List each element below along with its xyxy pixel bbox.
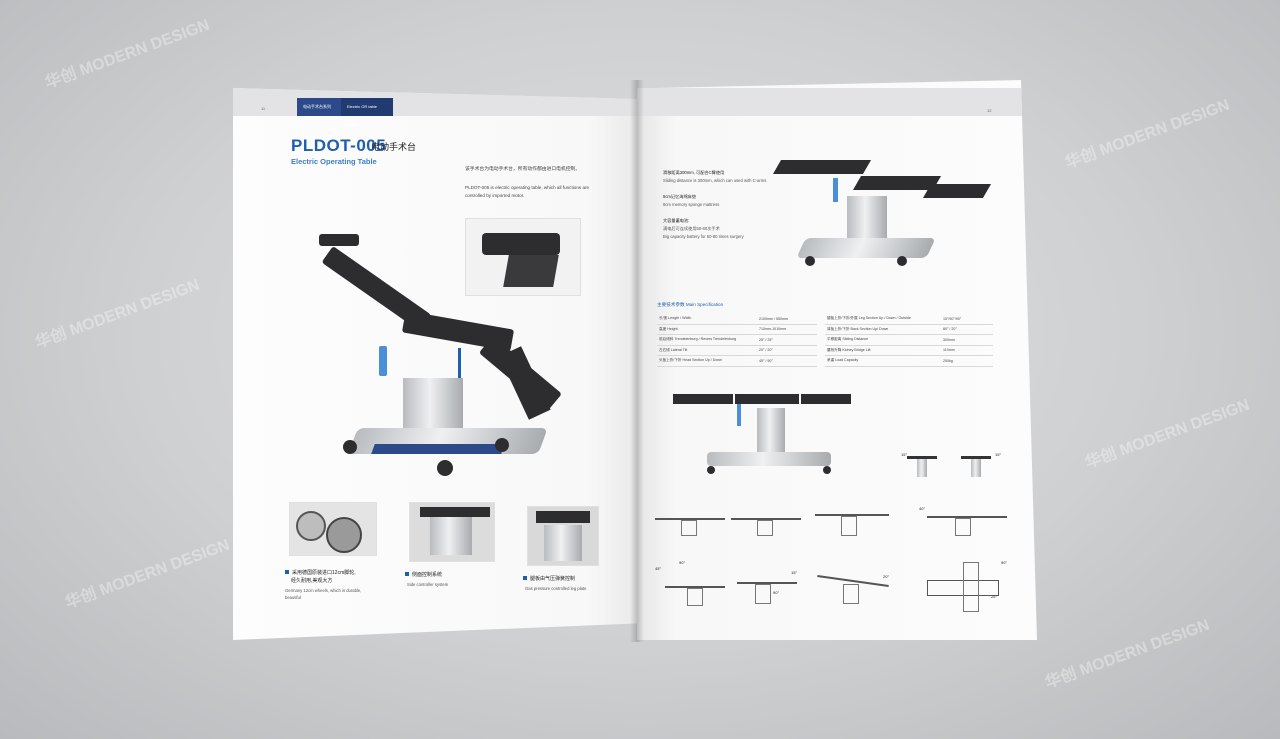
angle-label: 15° — [901, 452, 908, 457]
spec-value: 2100mm / 550mm — [757, 314, 817, 325]
spec-value: 300mm — [941, 334, 993, 346]
series-tab-cn: 电动手术台系列 — [297, 98, 345, 116]
angle-label: 15° — [995, 452, 1002, 457]
spine-shadow — [630, 80, 644, 642]
spec-param: 头板上折/下折 Head Section Up / Down — [657, 355, 757, 367]
spec-param: 承重 Load Capacity — [825, 355, 941, 367]
bullet-square-icon — [405, 572, 409, 576]
spec-gap — [817, 314, 825, 324]
bullet-square-icon — [285, 570, 289, 574]
note-mattress-cn: 8cm记忆海绵床垫 — [663, 194, 697, 199]
bullet-square-icon — [523, 576, 527, 580]
detail-image-leg-plate — [527, 506, 599, 566]
intro-en-line2: controlled by imported motor. — [465, 193, 525, 198]
spec-value: 250kg — [941, 355, 993, 367]
feature-wheels-cn: 采用德国原装进口12cm脚轮, — [285, 570, 356, 577]
diagram-row-1: 40° — [651, 504, 1021, 554]
main-product-image — [313, 228, 603, 488]
feature-leg-plate-cn: 腿板由气压弹簧控制 — [523, 576, 575, 583]
angle-label: 90° — [1001, 560, 1008, 565]
angle-label: 90° — [773, 590, 780, 595]
angle-label: 40° — [919, 506, 926, 511]
spec-value: 110mm — [941, 345, 993, 356]
feature-leg-plate-en: Gas pressure controlled leg plate — [525, 586, 587, 591]
header-bar — [637, 88, 1037, 116]
spec-value: 710mm-1010mm — [757, 324, 817, 335]
spec-param: 高度 Height — [657, 324, 757, 335]
note-mattress-en: 8cm memory sponge mattress — [663, 202, 720, 207]
product-image-side — [673, 390, 863, 490]
product-name-en: Electric Operating Table — [291, 157, 377, 166]
angle-label: 90° — [679, 560, 686, 565]
detail-image-wheel — [289, 502, 377, 556]
feature-controller-cn: 侧面控制系统 — [405, 572, 442, 579]
note-battery-en: Big capacity battery for 50-80 times sur… — [663, 234, 744, 239]
note-battery-cn-2: 满电后可连续使用50-80次手术 — [663, 226, 720, 231]
left-page: 11 电动手术台系列 Electric OR table series PLDO… — [233, 88, 637, 640]
spec-value: 25° / 25° — [757, 334, 817, 346]
product-name-cn: 电动手术台 — [371, 142, 417, 152]
detail-image-headrest — [465, 218, 581, 296]
page-number: 11 — [261, 106, 266, 111]
diagram-lateral-tilt: 15° 15° — [899, 450, 1009, 490]
right-page: 12 滑移距离300mm, 可配合C臂使用 Sliding distance i… — [637, 80, 1037, 640]
spec-param: 平移距离 Sliding Distance — [825, 334, 941, 346]
spec-value: 15°/90°/90° — [941, 314, 993, 325]
angle-label: 45° — [655, 566, 662, 571]
series-tab-en: Electric OR table series — [341, 98, 393, 127]
spec-value: 80° / 20° — [941, 324, 993, 335]
spec-gap — [817, 335, 825, 346]
intro-cn: 该手术台为电动手术台，所有动作都由进口电机控制。 — [465, 167, 581, 172]
spec-param: 左右倾 Lateral Tilt — [657, 345, 757, 356]
diagram-row-2: 45° 90° 15° 20° 90° 90° 25° — [651, 560, 1021, 620]
spec-gap — [817, 324, 825, 335]
spec-param: 前后倾斜 Trendelenburg / Revers Trendelenbur… — [657, 334, 757, 346]
feature-controller-en: Side controller system — [407, 582, 449, 587]
feature-wheels-en-2: beautiful — [285, 595, 301, 600]
spec-param: 腿板上折/下折/外展 Leg Section Up / Down / Outsi… — [825, 314, 941, 325]
angle-label: 25° — [991, 594, 998, 599]
spec-title: 主要技术参数 Main Specification — [657, 302, 724, 307]
angle-label: 20° — [883, 574, 890, 579]
feature-wheels-cn-2: 经久耐用,美观大方 — [291, 578, 333, 584]
spec-gap — [817, 356, 825, 367]
spec-row: 前后倾斜 Trendelenburg / Revers Trendelenbur… — [657, 334, 993, 346]
angle-label: 15° — [791, 570, 798, 575]
spec-param: 背板上折/下折 Back Section Up/ Down — [825, 324, 941, 335]
detail-image-controller — [409, 502, 495, 562]
page-number: 12 — [987, 108, 992, 113]
note-sliding-cn: 滑移距离300mm, 可配合C臂使用 — [663, 170, 725, 175]
spec-value: 20° / 20° — [757, 345, 817, 356]
spec-param: 腰桥升降 Kidney Bridge Lift — [825, 345, 941, 356]
product-model: PLDOT-005 — [291, 136, 387, 155]
spec-gap — [817, 345, 825, 356]
note-sliding-en: Sliding distance is 300mm, which can use… — [663, 178, 767, 183]
header-bar — [233, 88, 637, 116]
product-image-flat — [772, 156, 997, 276]
note-battery-cn: 大容量蓄电池: — [663, 218, 690, 223]
feature-wheels-en: Germany 12cm wheels, which is durable, — [285, 588, 362, 593]
spec-param: 长/宽 Length / Width — [657, 314, 757, 325]
spec-value: 45° / 90° — [757, 355, 817, 367]
intro-en-line1: PLDOT-005 is electric operating table, w… — [465, 185, 590, 190]
